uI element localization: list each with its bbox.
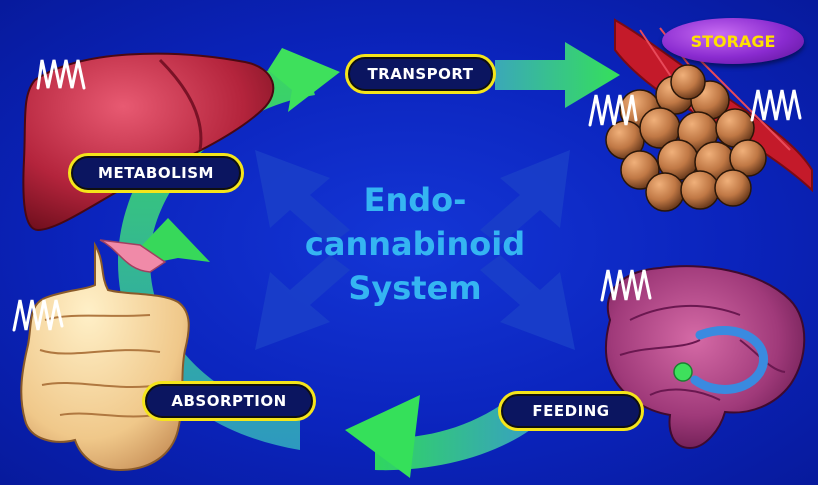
feeding-label: FEEDING — [498, 391, 644, 431]
center-title-line-3: System — [270, 266, 560, 310]
center-title-line-1: Endo- — [270, 178, 560, 222]
intestine-icon — [21, 240, 188, 470]
transport-label: TRANSPORT — [345, 54, 496, 94]
metabolism-label: METABOLISM — [68, 153, 244, 193]
storage-label: STORAGE — [662, 18, 804, 64]
feeding-label-text: FEEDING — [532, 402, 609, 420]
absorption-label-text: ABSORPTION — [171, 392, 286, 410]
storage-label-text: STORAGE — [691, 32, 776, 51]
center-title: Endo- cannabinoid System — [270, 178, 560, 310]
absorption-label: ABSORPTION — [142, 381, 316, 421]
center-title-line-2: cannabinoid — [270, 222, 560, 266]
metabolism-label-text: METABOLISM — [98, 164, 214, 182]
transport-label-text: TRANSPORT — [367, 65, 473, 83]
